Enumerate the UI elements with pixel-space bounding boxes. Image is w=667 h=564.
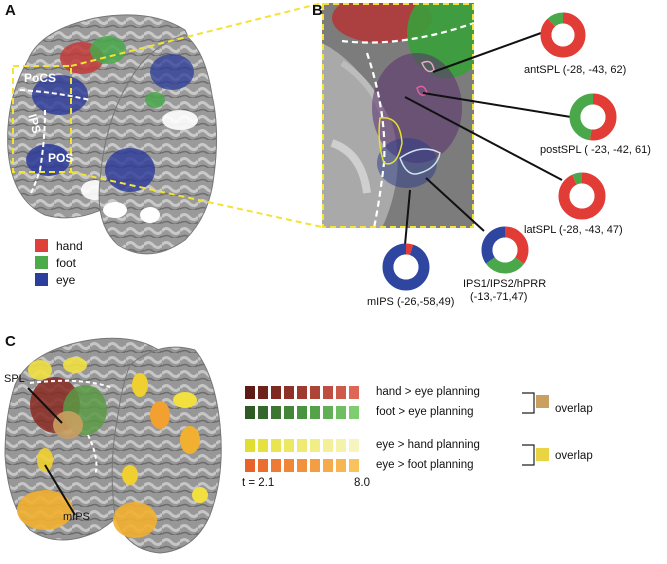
colorbar-swatch bbox=[297, 439, 307, 452]
overlap-brackets bbox=[522, 392, 549, 466]
donut-hole bbox=[551, 23, 575, 47]
roi-donut-postspl bbox=[569, 93, 617, 141]
colorbar-swatch bbox=[349, 406, 359, 419]
legend-swatch-hand bbox=[35, 239, 48, 252]
roi-label-ips1-ips2-hprr-coords: (-13,-71,47) bbox=[470, 291, 528, 303]
donut-hole bbox=[492, 237, 518, 263]
colorbar-swatch bbox=[271, 439, 281, 452]
colorbar-swatch bbox=[310, 439, 320, 452]
roi-label-ips1-ips2-hprr: IPS1/IPS2/hPRR bbox=[463, 278, 547, 290]
donut-segment-foot bbox=[481, 226, 529, 274]
colorbar-swatch bbox=[258, 406, 268, 419]
colorbar-swatch bbox=[271, 459, 281, 472]
colorbar-label-eye-hand: eye > hand planning bbox=[376, 439, 480, 451]
t-min-label: t = 2.1 bbox=[242, 477, 275, 489]
legend-a: hand foot eye bbox=[35, 237, 83, 288]
roi-donut-latspl bbox=[558, 172, 606, 220]
colorbar-swatch bbox=[336, 459, 346, 472]
t-max-label: 8.0 bbox=[354, 477, 370, 489]
donut-segment-eye bbox=[382, 243, 430, 291]
colorbar-swatch bbox=[245, 439, 255, 452]
colorbar-swatch bbox=[284, 406, 294, 419]
sulcus-label-pocs: PoCS bbox=[24, 71, 56, 85]
donut-hole bbox=[580, 104, 606, 130]
colorbar-foot-eye bbox=[245, 406, 359, 419]
roi-connector-lines bbox=[404, 32, 578, 246]
colorbar-swatch bbox=[271, 406, 281, 419]
colorbar-hand-eye bbox=[245, 386, 359, 399]
colorbar-swatch bbox=[297, 386, 307, 399]
panel-a-brain-figure: PoCS IPS POS bbox=[7, 2, 323, 255]
legend-label-foot: foot bbox=[56, 255, 77, 270]
legend-label-hand: hand bbox=[56, 238, 83, 253]
colorbar-swatch bbox=[310, 406, 320, 419]
colorbar-swatch bbox=[323, 459, 333, 472]
legend-item-hand: hand bbox=[35, 237, 83, 254]
colorbar-swatch bbox=[297, 406, 307, 419]
sulcus-label-ips: IPS bbox=[25, 113, 44, 135]
donut-segment-foot bbox=[540, 12, 586, 58]
colorbar-swatch bbox=[258, 439, 268, 452]
roi-donut-mips bbox=[382, 243, 430, 291]
label-spl: SPL bbox=[4, 373, 25, 385]
colorbar-swatch bbox=[258, 459, 268, 472]
donut-hole bbox=[569, 183, 595, 209]
colorbar-swatch bbox=[323, 406, 333, 419]
panel-b-zoom-figure bbox=[322, 3, 474, 228]
colorbar-swatch bbox=[245, 386, 255, 399]
roi-label-mips: mIPS (-26,-58,49) bbox=[367, 296, 455, 308]
sulcus-label-pos: POS bbox=[48, 151, 73, 165]
foot-activation bbox=[90, 36, 126, 64]
label-mips-c: mIPS bbox=[63, 511, 90, 523]
colorbar-swatch bbox=[258, 386, 268, 399]
colorbar-swatch bbox=[271, 386, 281, 399]
colorbar-swatch bbox=[349, 459, 359, 472]
donut-segment-eye bbox=[481, 226, 529, 274]
colorbar-swatch bbox=[336, 439, 346, 452]
colorbar-swatch bbox=[284, 439, 294, 452]
colorbar-swatch bbox=[349, 386, 359, 399]
right-hemisphere bbox=[98, 34, 218, 255]
overlap-label-1: overlap bbox=[555, 403, 593, 415]
colorbar-swatch bbox=[323, 439, 333, 452]
panel-letter-b: B bbox=[312, 2, 323, 19]
legend-item-foot: foot bbox=[35, 254, 83, 271]
colorbar-swatch bbox=[336, 406, 346, 419]
overlap-label-2: overlap bbox=[555, 450, 593, 462]
legend-label-eye: eye bbox=[56, 272, 76, 287]
colorbar-label-hand-eye: hand > eye planning bbox=[376, 386, 480, 398]
colorbar-swatch bbox=[245, 459, 255, 472]
panel-letter-a: A bbox=[5, 2, 16, 19]
colorbar-eye-foot bbox=[245, 459, 359, 472]
roi-donut-antspl bbox=[540, 12, 586, 58]
legend-swatch-eye bbox=[35, 273, 48, 286]
colorbar-swatch bbox=[284, 386, 294, 399]
colorbar-swatch bbox=[336, 386, 346, 399]
colorbar-swatch bbox=[297, 459, 307, 472]
colorbar-swatch bbox=[349, 439, 359, 452]
roi-label-antspl: antSPL (-28, -43, 62) bbox=[524, 64, 627, 76]
colorbar-swatch bbox=[323, 386, 333, 399]
colorbar-swatch bbox=[284, 459, 294, 472]
roi-donut-ips1-ips2-hprr bbox=[481, 226, 529, 274]
roi-label-postspl: postSPL ( -23, -42, 61) bbox=[540, 144, 651, 156]
colorbar-label-foot-eye: foot > eye planning bbox=[376, 406, 474, 418]
donut-segment-foot bbox=[569, 93, 617, 141]
colorbar-swatch bbox=[310, 386, 320, 399]
colorbar-label-eye-foot: eye > foot planning bbox=[376, 459, 474, 471]
legend-swatch-foot bbox=[35, 256, 48, 269]
panel-letter-c: C bbox=[5, 333, 16, 350]
colorbar-swatch bbox=[245, 406, 255, 419]
roi-label-latspl: latSPL (-28, -43, 47) bbox=[524, 224, 623, 236]
panel-c-brain-figure bbox=[4, 337, 222, 554]
colorbar-swatch bbox=[310, 459, 320, 472]
legend-item-eye: eye bbox=[35, 271, 83, 288]
zoom-box bbox=[12, 65, 72, 173]
colorbar-eye-hand bbox=[245, 439, 359, 452]
donut-hole bbox=[393, 254, 419, 280]
donut-segment-foot bbox=[558, 172, 606, 220]
